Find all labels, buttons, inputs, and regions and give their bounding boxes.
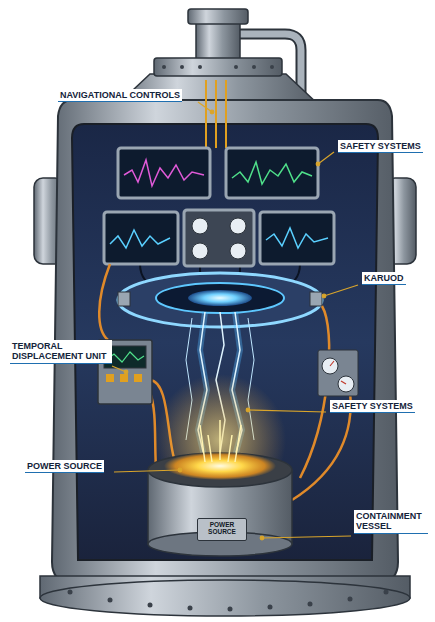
control-wires-part	[205, 80, 207, 148]
part-label: POWER SOURCE	[25, 460, 104, 473]
capsule-base-part	[228, 607, 233, 612]
temporal-displacement-panel-part	[134, 374, 142, 382]
leader-lines-part	[318, 152, 334, 164]
capsule-base-part	[384, 590, 389, 595]
part-label: NAVIGATIONAL CONTROLS	[58, 89, 182, 102]
karuod-ring-part	[118, 292, 130, 306]
part-label: SAFETY SYSTEMS	[338, 140, 423, 153]
monitor-screens-part	[104, 212, 178, 264]
leader-lines-part	[114, 470, 180, 472]
leader-lines-part	[260, 536, 264, 540]
leader-lines-part	[246, 408, 250, 412]
karuod-ring-part	[310, 292, 322, 306]
part-label: CONTAINMENT VESSEL	[354, 510, 428, 534]
leader-lines-part	[324, 285, 358, 296]
part-label: KARUOD	[362, 272, 406, 285]
capsule-dome-part	[162, 65, 166, 69]
capsule-base-part	[148, 603, 153, 608]
monitor-screens-part	[232, 162, 312, 184]
leader-lines-part	[316, 162, 320, 166]
top-pipe-part	[196, 20, 240, 62]
capsule-base-part	[348, 597, 353, 602]
leader-lines-part	[210, 110, 214, 114]
monitor-screens-part	[226, 148, 318, 198]
leader-lines-part	[248, 410, 326, 412]
capsule-shell-part	[72, 124, 378, 560]
capsule-dome-part	[252, 65, 256, 69]
capsule-base-part	[108, 598, 113, 603]
leader-lines-part	[198, 102, 212, 112]
karuod-ring	[118, 273, 322, 327]
part-label: TEMPORAL DISPLACEMENT UNIT	[10, 340, 112, 364]
leader-lines-part	[322, 294, 326, 298]
temporal-displacement-panel-part	[120, 374, 128, 382]
power-core	[148, 374, 292, 556]
capsule-dome-part	[180, 65, 184, 69]
control-wires-part	[215, 80, 217, 148]
safety-gauges-part	[341, 381, 346, 384]
monitor-screens	[104, 148, 334, 266]
karuod-ring-part	[188, 290, 252, 306]
monitor-screens-part	[110, 230, 170, 248]
capsule-base-part	[188, 606, 193, 611]
karuod-ring-part	[156, 283, 284, 313]
capsule-base	[40, 576, 410, 616]
control-wires-part	[225, 80, 227, 148]
safety-gauges-part	[330, 361, 334, 366]
monitor-screens-part	[192, 218, 208, 234]
capsule-base-part	[308, 602, 313, 607]
safety-gauges-part	[322, 358, 338, 374]
leader-lines-part	[124, 370, 128, 374]
power-core-part	[200, 420, 241, 462]
capsule-dome-part	[198, 65, 202, 69]
capsule-base-part	[268, 605, 273, 610]
safety-gauges-part	[318, 350, 358, 396]
top-pipe-part	[188, 9, 248, 24]
safety-gauges-part	[338, 376, 354, 392]
capsule-dome-part	[234, 65, 238, 69]
capsule-dome-part	[270, 65, 274, 69]
capsule-base-part	[68, 590, 73, 595]
leader-lines-part	[178, 468, 182, 472]
monitor-screens-part	[118, 148, 210, 198]
monitor-screens-part	[230, 218, 246, 234]
part-label: SAFETY SYSTEMS	[330, 400, 415, 413]
plate-text: POWER SOURCE	[201, 521, 243, 535]
monitor-screens-part	[230, 243, 246, 259]
monitor-screens-part	[192, 243, 208, 259]
temporal-displacement-panel-part	[106, 374, 114, 382]
monitor-screens-part	[124, 160, 204, 186]
monitor-screens-part	[266, 228, 328, 248]
capsule-base-part	[40, 580, 410, 616]
capsule-dome-part	[154, 58, 282, 76]
leader-lines-part	[262, 536, 351, 538]
karuod-ring-part	[118, 273, 322, 327]
name-plate: POWER SOURCE	[197, 518, 247, 541]
monitor-screens-part	[260, 212, 334, 264]
monitor-screens-part	[184, 210, 254, 266]
leader-lines	[112, 102, 358, 540]
orange-wires-part	[99, 264, 110, 340]
safety-gauges	[318, 350, 358, 396]
